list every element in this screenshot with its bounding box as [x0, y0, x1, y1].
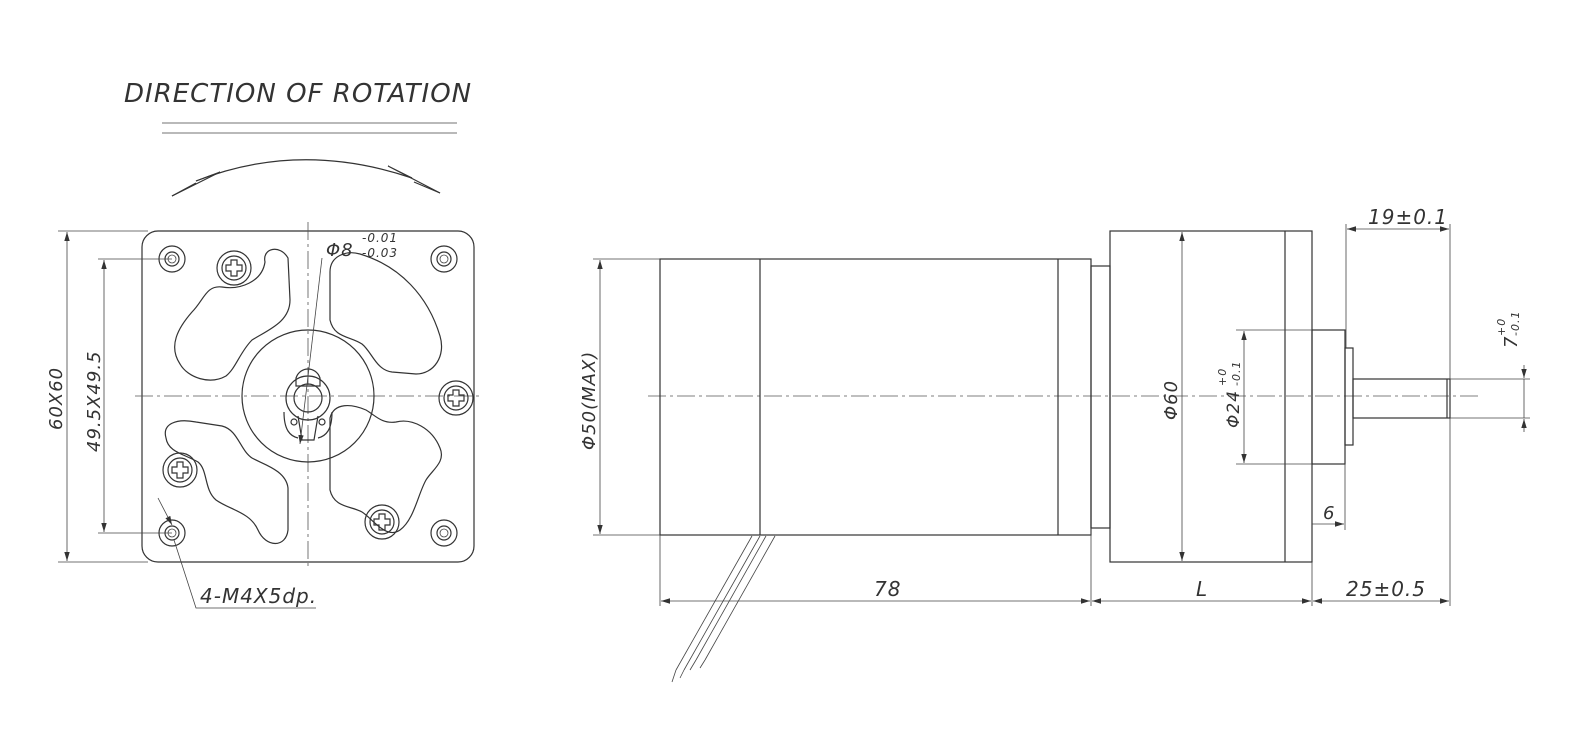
cutout-bottom-right: [329, 405, 442, 533]
output-shaft: [1352, 378, 1451, 419]
cutout-bottom-left: [164, 420, 289, 545]
pilot-boss: [1311, 329, 1346, 465]
motor-length-label: 78: [874, 577, 901, 601]
gearbox-length-label: L: [1196, 577, 1208, 601]
flat-height-label: 7: [1501, 336, 1522, 348]
motor-body: [659, 258, 1092, 536]
center-boss: [241, 329, 375, 463]
rotation-title: DIRECTION OF ROTATION: [124, 79, 472, 109]
shaft-length-label: 25±0.5: [1346, 577, 1426, 601]
rotation-indicator: DIRECTION OF ROTATION: [124, 79, 472, 197]
gearbox-dia-label: Φ60: [1161, 380, 1182, 420]
corner-hole-br: [430, 519, 458, 547]
gearbox-body: [1109, 230, 1313, 563]
flat-tol-lower: -0.1: [1509, 311, 1522, 336]
pilot-tol-lower: -0.1: [1230, 361, 1243, 386]
flat-tol-upper: +0: [1495, 318, 1508, 336]
motor-dia-label: Φ50(MAX): [579, 351, 600, 450]
pilot-tol-upper: +0: [1216, 368, 1229, 386]
pilot-height-label: 6: [1323, 503, 1335, 524]
shaft-tol-upper: -0.01: [362, 231, 398, 245]
screw-top-left-icon: [216, 250, 252, 286]
mount-holes-label: 4-M4X5dp.: [200, 584, 317, 608]
side-view: Φ50(MAX) Φ60 Φ24 +0 -0.1 78 L 25±0.5 19±…: [579, 205, 1530, 683]
screw-right-icon: [438, 380, 474, 416]
cutout-top-right: [329, 252, 443, 375]
motor-leads: [671, 535, 776, 683]
pilot-dia-label: Φ24: [1224, 390, 1244, 428]
outer-size-label: 60X60: [46, 367, 67, 430]
screw-bottom-right-icon: [364, 504, 400, 540]
front-view: Φ8 -0.01 -0.03 60X60 49.5X49.5 4-M4X5dp.: [46, 222, 482, 609]
rotation-arrow-icon: [171, 159, 441, 197]
corner-hole-tr: [430, 245, 458, 273]
cutout-top-left: [174, 248, 291, 381]
hole-spacing-label: 49.5X49.5: [84, 351, 105, 453]
shaft-tol-lower: -0.03: [362, 246, 398, 260]
screw-bottom-left-icon: [162, 452, 198, 488]
shaft-dia-label: Φ8: [326, 240, 354, 261]
flat-length-label: 19±0.1: [1368, 205, 1448, 229]
motor-flange: [1090, 265, 1111, 529]
